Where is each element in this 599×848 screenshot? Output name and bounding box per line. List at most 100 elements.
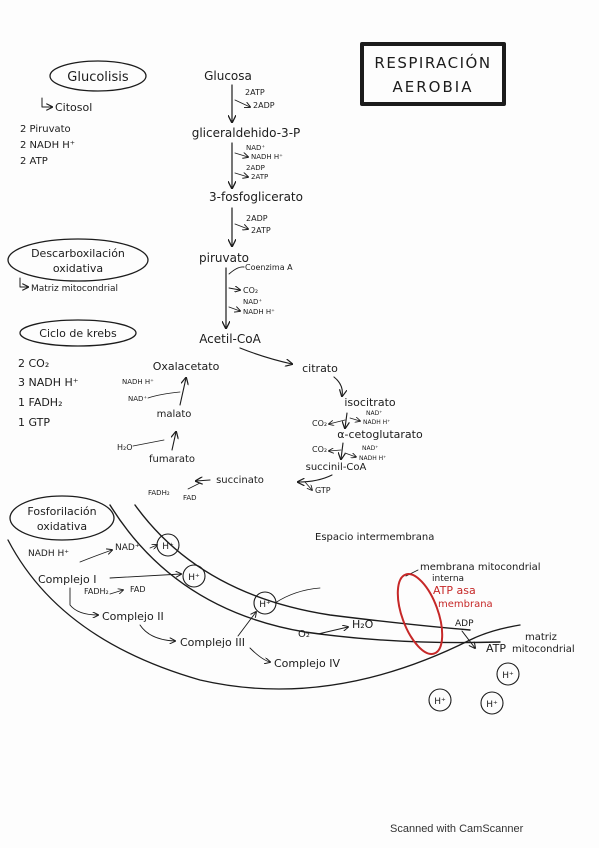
glucolisis-section: Glucolisis Citosol 2 Piruvato 2 NADH H⁺ … [20, 60, 147, 167]
title-line2: AEROBIA [393, 78, 474, 96]
co2-label: CO₂ [243, 286, 258, 295]
adp-label: ADP [455, 619, 474, 629]
glucolisis-product-3: 2 ATP [20, 156, 48, 167]
fad-label: FAD [183, 494, 197, 502]
isocitrato-label: isocitrato [344, 396, 396, 409]
atp2-label: 2ATP [251, 173, 268, 181]
atp-asa-1: ATP asa [433, 584, 476, 597]
proton-3 [253, 591, 277, 615]
descarboxilacion-heading-2: oxidativa [53, 262, 103, 275]
fadh2-fad-arrow [109, 590, 123, 595]
arrow-acetil-citrato [239, 347, 292, 364]
location-arrow [41, 97, 52, 107]
proton-4 [496, 662, 520, 686]
proton-4-label: H⁺ [502, 671, 514, 681]
arrow-succinato-fumarato [196, 480, 211, 481]
nadh-label: NADH H⁺ [251, 153, 283, 161]
fosforilacion-section: Fosforilación oxidativa [9, 495, 115, 541]
krebs-section: Ciclo de krebs 2 CO₂ 3 NADH H⁺ 1 FADH₂ 1… [18, 319, 137, 429]
nad-proton-arrow [149, 545, 157, 548]
krebs-product-3: 1 FADH₂ [18, 396, 63, 409]
etc-h2o: H₂O [352, 618, 374, 631]
proton-5 [428, 688, 452, 712]
proton-1-label: H⁺ [162, 542, 174, 552]
atp3-label: 2ATP [251, 226, 271, 235]
nadh3-label: NADH H⁺ [122, 378, 154, 386]
h2o-arrow [132, 439, 165, 447]
co2-1-label: CO₂ [312, 419, 327, 428]
glucolisis-pathway: Glucosa 2ATP 2ADP gliceraldehido-3-P NAD… [192, 69, 303, 265]
acetil-label: Acetil-CoA [199, 332, 261, 346]
atp-synthase-ring [396, 573, 444, 655]
h2o-label: H₂O [117, 443, 133, 452]
matriz-2: mitocondrial [512, 644, 575, 655]
title-box: RESPIRACIÓN AEROBIA [360, 42, 506, 106]
co2-1-arrow [329, 419, 346, 424]
krebs-bubble [19, 319, 137, 347]
glucolisis-product-1: 2 Piruvato [20, 124, 71, 135]
nadh1-label: NADH H⁺ [363, 419, 390, 426]
atp-synthase: ATP asa membrana ADP ATP matriz mitocond… [396, 573, 575, 655]
fosforilacion-heading-2: oxidativa [37, 520, 87, 533]
adp-out: 2ADP [253, 101, 275, 110]
coenzima-label: Coenzima A [245, 263, 293, 272]
arrow-isocitrato [345, 412, 347, 428]
outer-membrane [7, 539, 521, 690]
nad1-label: NAD⁺ [366, 410, 382, 417]
coa-curve [228, 266, 245, 275]
co2-2-label: CO₂ [312, 445, 327, 454]
krebs-product-4: 1 GTP [18, 416, 50, 429]
nadh-arrow [234, 153, 248, 157]
gtp-label: GTP [315, 486, 331, 495]
nadh2-arrow [344, 452, 356, 457]
nad-label: NAD⁺ [246, 144, 265, 152]
krebs-cycle: Oxalacetato citrato isocitrato NAD⁺ NADH… [117, 347, 423, 502]
adp3-label: 2ADP [246, 214, 268, 223]
piruvato-label: piruvato [199, 251, 249, 265]
co2-arrow [228, 288, 240, 290]
c3-c4-arrow [249, 647, 270, 662]
co2-2-arrow [329, 450, 342, 451]
gtp-arrow [304, 481, 312, 490]
krebs-heading: Ciclo de krebs [39, 327, 117, 340]
complejo-3: Complejo III [180, 636, 245, 649]
etc-nad: NAD⁺ [115, 543, 140, 553]
glucolisis-bubble [49, 60, 147, 92]
proton-flow [274, 587, 321, 604]
nad-label-2: NAD⁺ [243, 298, 262, 306]
proton-2-label: H⁺ [188, 573, 200, 583]
membrana-interna-2: interna [432, 574, 464, 584]
nadh-label-2: NADH H⁺ [243, 308, 275, 316]
arrow-cetoglutarato [341, 442, 343, 459]
nadh2-label: NADH H⁺ [359, 455, 386, 462]
descarboxilacion-heading-1: Descarboxilación [31, 247, 125, 260]
complejo-1: Complejo I [38, 573, 96, 586]
complejo-4: Complejo IV [274, 657, 340, 670]
espacio-label: Espacio intermembrana [315, 532, 434, 543]
glucosa-label: Glucosa [204, 69, 252, 83]
descarboxilacion-section: Descarboxilación oxidativa Matriz mitoco… [7, 238, 149, 294]
proton-3-label: H⁺ [259, 600, 271, 610]
nadh-nad-arrow [79, 550, 112, 563]
atp-asa-2: membrana [438, 599, 493, 610]
krebs-product-2: 3 NADH H⁺ [18, 376, 79, 389]
glucolisis-product-2: 2 NADH H⁺ [20, 140, 75, 151]
atp2-arrow [234, 173, 248, 177]
proton-6-label: H⁺ [486, 700, 498, 710]
cetoglutarato-label: α-cetoglutarato [337, 428, 423, 441]
scanner-footer: Scanned with CamScanner [390, 823, 524, 835]
nad2-label: NAD⁺ [362, 445, 378, 452]
fad-curve [187, 482, 201, 490]
citrato-label: citrato [302, 362, 338, 375]
succinil-label: succinil-CoA [306, 462, 367, 473]
oxalacetato-label: Oxalacetato [153, 360, 220, 373]
etc-nadh: NADH H⁺ [28, 549, 69, 559]
arrow-succinil-succinato [298, 474, 333, 482]
complejo-2: Complejo II [102, 610, 164, 623]
c3-proton-arrow [237, 612, 256, 637]
o2-h2o-arrow [317, 627, 348, 635]
nad3-label: NAD⁺ [128, 395, 147, 403]
krebs-product-1: 2 CO₂ [18, 357, 49, 370]
bpg-label: 3-fosfoglicerato [209, 190, 303, 204]
